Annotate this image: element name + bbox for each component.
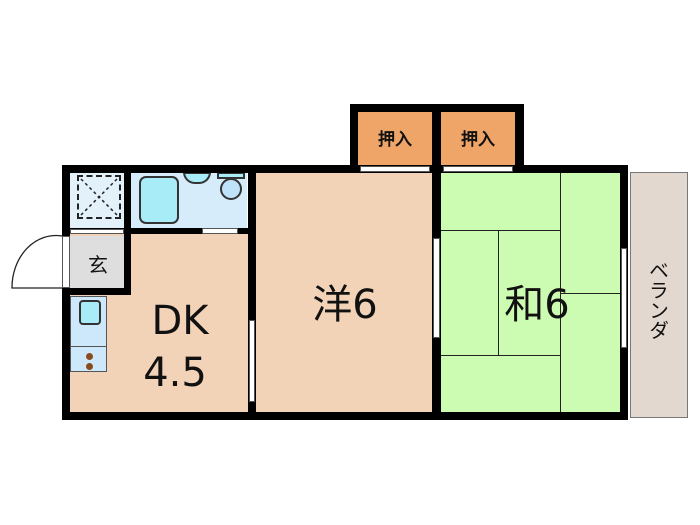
wall bbox=[124, 165, 131, 233]
balcony-floor bbox=[630, 172, 688, 418]
balcony-window[interactable] bbox=[621, 248, 627, 348]
japanese-room-floor bbox=[441, 172, 620, 412]
kitchen-sink-icon bbox=[79, 300, 101, 325]
sliding-door[interactable] bbox=[433, 238, 440, 338]
stove-divider bbox=[70, 346, 107, 347]
wall bbox=[350, 104, 358, 172]
japanese-room-label: 和6 bbox=[504, 282, 570, 328]
sliding-door[interactable] bbox=[249, 320, 255, 402]
tatami-line bbox=[560, 293, 620, 294]
closet-door[interactable] bbox=[360, 166, 430, 172]
wall bbox=[62, 165, 628, 173]
wall bbox=[350, 104, 524, 112]
wall bbox=[62, 288, 70, 420]
burner-icon bbox=[86, 363, 93, 370]
tatami-line bbox=[441, 230, 560, 231]
closet-door[interactable] bbox=[443, 166, 513, 172]
dk-label: DK bbox=[151, 298, 209, 344]
wall bbox=[515, 104, 524, 172]
dk-size-label: 4.5 bbox=[143, 350, 207, 396]
entrance-frame bbox=[62, 236, 70, 288]
bath-door[interactable] bbox=[202, 228, 238, 234]
wall bbox=[248, 165, 256, 420]
balcony-label: ベランダ bbox=[645, 260, 670, 340]
shower-cross-icon bbox=[80, 178, 118, 216]
tatami-line bbox=[560, 172, 561, 412]
western-room-label: 洋6 bbox=[312, 282, 378, 328]
entrance-label: 玄 bbox=[88, 252, 108, 277]
toilet-icon bbox=[220, 178, 242, 200]
entrance-floor bbox=[70, 236, 126, 288]
tatami-line bbox=[441, 355, 560, 356]
tatami-line bbox=[498, 230, 499, 355]
wall bbox=[62, 288, 131, 295]
wall bbox=[62, 165, 70, 236]
shower-tray bbox=[77, 175, 121, 219]
shower-door[interactable] bbox=[70, 229, 124, 234]
closet-right-label: 押入 bbox=[461, 129, 495, 150]
entrance-door-icon[interactable] bbox=[8, 232, 66, 292]
closet-right-floor bbox=[441, 112, 515, 166]
wall bbox=[124, 228, 131, 295]
bathtub-icon bbox=[139, 176, 179, 224]
wall bbox=[62, 412, 628, 420]
western-room-floor bbox=[256, 172, 432, 412]
wall bbox=[62, 228, 248, 234]
burner-icon bbox=[86, 353, 93, 360]
closet-left-label: 押入 bbox=[378, 129, 412, 150]
closet-left-floor bbox=[358, 112, 432, 166]
